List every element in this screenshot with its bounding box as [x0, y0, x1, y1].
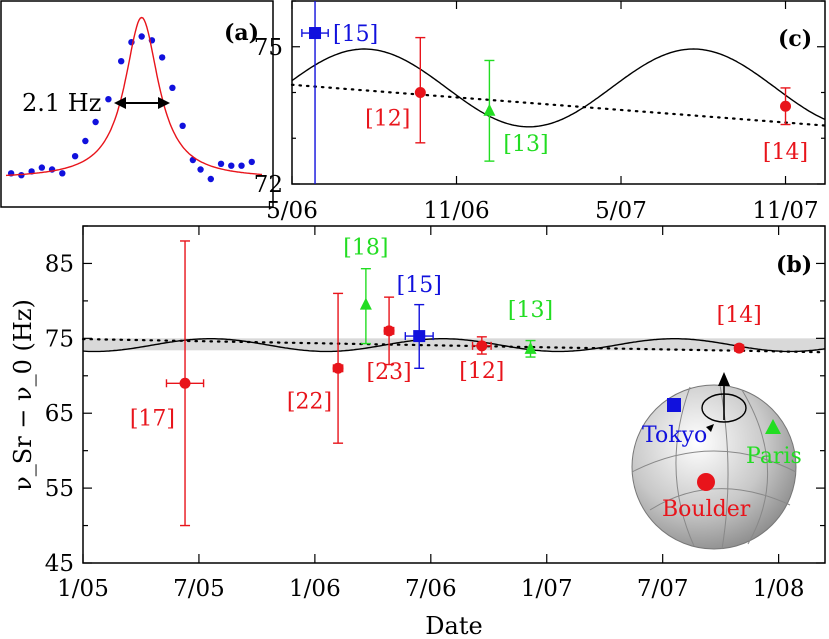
- panel-a-data-point: [207, 175, 214, 183]
- panel-b-gray-band: [83, 338, 825, 351]
- panel-c-data-point: [309, 27, 322, 40]
- panel-b-data-point: [359, 297, 372, 310]
- panel-b-x-tick-label: 7/07: [637, 576, 689, 602]
- panel-b-data-point: [524, 341, 537, 354]
- panel-a-data-point: [38, 164, 46, 171]
- globe-inset: Tokyo Paris Boulder: [631, 372, 802, 550]
- panel-a-data-point: [217, 160, 225, 167]
- panel-a-data-point: [105, 96, 112, 103]
- paris-marker: [765, 419, 781, 434]
- panel-c-ref-label: [13]: [503, 132, 548, 157]
- panel-c-x-tick-label: 5/07: [595, 198, 647, 224]
- boulder-marker: [697, 473, 715, 491]
- panel-c-y-tick-label: 75: [254, 35, 283, 61]
- panel-c-points: [15] [12] [13] [14]: [301, 1, 808, 184]
- panel-b-sinusoid: [82, 338, 826, 353]
- panel-a: 2.1 Hz (a): [0, 0, 274, 208]
- panel-c-data-point: [414, 87, 426, 98]
- panel-b-ticks: 1/05 7/05 1/06 7/06 1/07 7/07 1/08 45 55 65 75 85: [45, 225, 825, 602]
- panel-b: 1/05 7/05 1/06 7/06 1/07 7/07 1/08 45 55 65 75 85 […: [9, 225, 827, 639]
- panel-a-data-point: [158, 54, 166, 61]
- panel-b-ref-label: [14]: [717, 303, 762, 328]
- panel-c-x-tick-label: 11/07: [752, 198, 818, 224]
- panel-c-x-tick-label: 11/06: [423, 198, 489, 224]
- panel-b-tag: (b): [776, 252, 812, 278]
- panel-c-ref-label: [14]: [763, 140, 808, 165]
- panel-a-data-point: [238, 162, 245, 169]
- globe-latitude-line: [631, 450, 797, 473]
- panel-b-x-tick-label: 1/05: [57, 576, 109, 602]
- linewidth-arrow: [114, 97, 170, 109]
- panel-a-frame: [0, 0, 274, 208]
- linewidth-label: 2.1 Hz: [22, 89, 101, 117]
- globe: [631, 384, 797, 550]
- panel-a-data-point: [228, 162, 235, 169]
- panel-c-ref-label: [12]: [365, 107, 410, 132]
- panel-b-x-tick-label: 7/05: [173, 576, 225, 602]
- panel-b-ref-label: [13]: [508, 298, 553, 323]
- panel-b-data-point: [733, 342, 745, 354]
- panel-b-ref-label: [23]: [366, 360, 411, 385]
- paris-label: Paris: [746, 444, 802, 469]
- panel-a-data-point: [197, 166, 204, 173]
- panel-b-ref-label: [15]: [397, 273, 442, 298]
- x-axis-title: Date: [425, 612, 482, 639]
- y-axis-title: ν_Sr − ν_0 (Hz): [9, 299, 37, 491]
- panel-b-y-tick-label: 55: [45, 476, 74, 502]
- panel-a-data-point: [59, 170, 66, 177]
- panel-c-ref-label: [15]: [333, 22, 378, 47]
- globe-meridian-line: [675, 386, 695, 547]
- rotation-direction-arrowhead: [706, 424, 714, 432]
- panel-c-dotted-line: [290, 83, 827, 127]
- panel-b-data-point: [332, 362, 344, 374]
- panel-b-ref-label: [18]: [343, 236, 388, 261]
- tokyo-marker: [667, 398, 681, 412]
- panel-b-ref-label: [12]: [459, 359, 504, 384]
- tokyo-label: Tokyo: [642, 423, 707, 448]
- panel-a-data-point: [92, 118, 99, 126]
- panel-a-data-point: [169, 84, 176, 92]
- panel-c-x-tick-label: 5/06: [266, 198, 318, 224]
- panel-a-fit-curve: [5, 16, 263, 177]
- panel-b-data-point: [476, 340, 488, 352]
- panel-b-data-point: [383, 325, 395, 337]
- panel-b-points: [17] [22] [18] [23] [15] [12] [13] [14]: [130, 236, 762, 527]
- panel-a-tag: (a): [224, 20, 259, 46]
- panel-b-ref-label: [17]: [130, 406, 175, 431]
- panel-a-data-point: [82, 137, 89, 145]
- panel-b-x-tick-label: 1/08: [753, 576, 805, 602]
- panel-c-y-tick-label: 72: [254, 172, 283, 198]
- panel-b-frame: [82, 225, 826, 564]
- panel-b-y-tick-label: 75: [45, 326, 74, 352]
- panel-a-data-point: [118, 58, 125, 65]
- panel-b-x-tick-label: 7/06: [405, 576, 457, 602]
- boulder-label: Boulder: [662, 497, 751, 522]
- panel-c-ticks: 5/06 11/06 5/07 11/07 72 75: [254, 0, 825, 224]
- panel-b-y-tick-label: 85: [45, 251, 74, 277]
- panel-c-sinusoid: [291, 48, 826, 128]
- globe-meridian-line: [719, 384, 729, 550]
- panel-b-x-tick-label: 1/07: [521, 576, 573, 602]
- panel-b-x-tick-label: 1/06: [289, 576, 341, 602]
- panel-a-data-point: [179, 122, 186, 129]
- rotation-axis-arrowhead: [718, 372, 730, 386]
- globe-latitude-line: [649, 488, 791, 511]
- panel-b-y-tick-label: 65: [45, 401, 74, 427]
- panel-b-data-point: [413, 330, 426, 343]
- globe-meridian-line: [741, 389, 768, 545]
- panel-b-ref-label: [22]: [287, 389, 332, 414]
- panel-c-data-point: [780, 100, 792, 112]
- panel-a-points: [7, 33, 255, 183]
- panel-c-tag: (c): [778, 26, 812, 52]
- panel-a-data-point: [248, 158, 255, 166]
- panel-a-data-point: [71, 153, 79, 160]
- panel-b-y-tick-label: 45: [45, 551, 74, 577]
- panel-b-data-point: [179, 377, 191, 389]
- panel-c-data-point: [483, 103, 496, 116]
- panel-a-data-point: [138, 33, 145, 40]
